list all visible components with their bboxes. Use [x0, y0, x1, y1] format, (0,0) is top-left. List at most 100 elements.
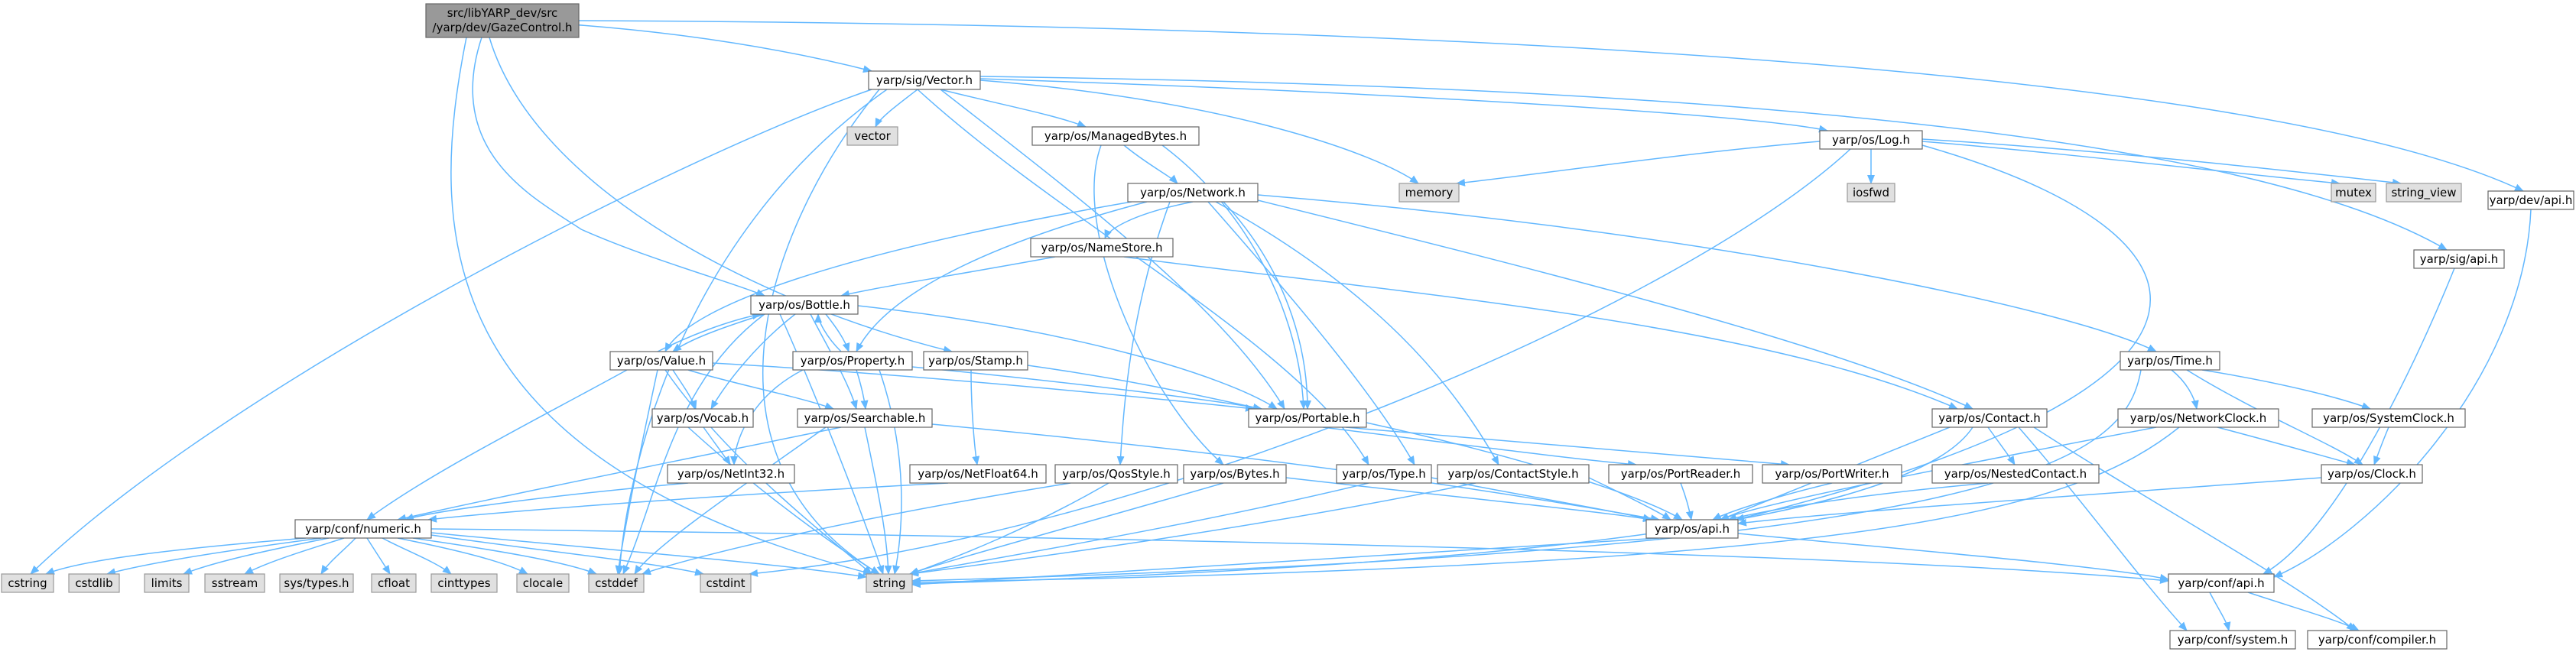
svg-text:vector: vector: [854, 129, 891, 143]
node-sys-limits[interactable]: limits: [144, 573, 190, 593]
edge-62: [1345, 426, 1790, 469]
edge-5: [450, 37, 872, 576]
node-sys-cfloat[interactable]: cfloat: [371, 573, 417, 593]
node-sys-string[interactable]: string: [866, 573, 913, 593]
svg-text:cstdlib: cstdlib: [75, 576, 112, 590]
node-netfloat64-h[interactable]: yarp/os/NetFloat64.h: [909, 464, 1047, 484]
node-sys-sys-types-h[interactable]: sys/types.h: [279, 573, 354, 593]
node-conf-system-h[interactable]: yarp/conf/system.h: [2169, 630, 2296, 650]
node-qosstyle-h[interactable]: yarp/os/QosStyle.h: [1054, 464, 1178, 484]
node-vector-h[interactable]: yarp/sig/Vector.h: [868, 70, 981, 90]
node-time-h[interactable]: yarp/os/Time.h: [2120, 351, 2220, 371]
node-sys-clocale[interactable]: clocale: [516, 573, 570, 593]
edge-69: [909, 482, 1109, 576]
edge-76: [1680, 482, 1694, 520]
node-nestedcontact-h[interactable]: yarp/os/NestedContact.h: [1931, 464, 2100, 484]
node-managedbytes-h[interactable]: yarp/os/ManagedBytes.h: [1031, 126, 1200, 146]
edge-9: [979, 79, 1419, 184]
edge-12: [979, 78, 1828, 133]
edge-84: [911, 426, 2180, 586]
node-bottle-h[interactable]: yarp/os/Bottle.h: [750, 295, 859, 315]
svg-text:yarp/conf/numeric.h: yarp/conf/numeric.h: [305, 522, 421, 536]
node-sig-api-h[interactable]: yarp/sig/api.h: [2413, 249, 2505, 269]
node-sys-cinttypes[interactable]: cinttypes: [430, 573, 498, 593]
node-property-h[interactable]: yarp/os/Property.h: [792, 351, 913, 371]
node-dev-api-h[interactable]: yarp/dev/api.h: [2487, 190, 2574, 210]
edge-61: [1322, 426, 1637, 469]
node-numeric-h[interactable]: yarp/conf/numeric.h: [294, 519, 432, 539]
node-sys-cstring[interactable]: cstring: [1, 573, 54, 593]
node-sys-string-view[interactable]: string_view: [2386, 183, 2462, 203]
edge-58: [864, 426, 892, 575]
edge-101: [320, 537, 356, 575]
node-root-gazecontrol-h[interactable]: src/libYARP_dev/src /yarp/dev/GazeContro…: [425, 3, 580, 38]
edge-45: [687, 369, 834, 410]
edge-10: [979, 76, 2448, 251]
svg-text:yarp/dev/api.h: yarp/dev/api.h: [2490, 193, 2573, 207]
node-portreader-h[interactable]: yarp/os/PortReader.h: [1608, 464, 1753, 484]
svg-text:yarp/os/Bytes.h: yarp/os/Bytes.h: [1190, 467, 1279, 481]
edge-82: [2217, 426, 2356, 466]
node-clock-h[interactable]: yarp/os/Clock.h: [2321, 464, 2423, 484]
node-networkclock-h[interactable]: yarp/os/NetworkClock.h: [2117, 408, 2279, 428]
node-stamp-h[interactable]: yarp/os/Stamp.h: [923, 351, 1028, 371]
svg-text:yarp/os/SystemClock.h: yarp/os/SystemClock.h: [2323, 411, 2454, 425]
edge-15: [616, 89, 888, 575]
edge-3: [472, 37, 765, 297]
edge-8: [875, 89, 918, 128]
node-log-h[interactable]: yarp/os/Log.h: [1819, 130, 1923, 150]
node-value-h[interactable]: yarp/os/Value.h: [609, 351, 713, 371]
edge-51: [856, 369, 869, 410]
edge-75: [1588, 477, 1671, 520]
edge-79: [2201, 369, 2371, 410]
edge-83: [1720, 426, 2157, 520]
node-sys-vector[interactable]: vector: [846, 126, 898, 146]
edge-110: [2247, 592, 2360, 631]
edge-68: [642, 482, 1071, 576]
edge-7: [762, 89, 880, 575]
node-sys-mutex[interactable]: mutex: [2331, 183, 2376, 203]
edge-74: [909, 482, 1476, 577]
node-conf-compiler-h[interactable]: yarp/conf/compiler.h: [2307, 630, 2448, 650]
edge-108: [430, 528, 2169, 584]
svg-text:yarp/os/NameStore.h: yarp/os/NameStore.h: [1041, 241, 1162, 255]
svg-text:mutex: mutex: [2335, 186, 2372, 199]
node-bytes-h[interactable]: yarp/os/Bytes.h: [1183, 464, 1287, 484]
node-conf-api-h[interactable]: yarp/conf/api.h: [2168, 573, 2275, 593]
node-os-api-h[interactable]: yarp/os/api.h: [1645, 519, 1739, 539]
node-contact-h[interactable]: yarp/os/Contact.h: [1931, 408, 2048, 428]
edge-28: [1223, 201, 1311, 410]
svg-text:yarp/os/NetworkClock.h: yarp/os/NetworkClock.h: [2130, 411, 2267, 425]
edge-33: [1215, 201, 1499, 465]
edge-88: [1720, 426, 1951, 520]
node-type-h[interactable]: yarp/os/Type.h: [1336, 464, 1432, 484]
svg-text:yarp/os/Value.h: yarp/os/Value.h: [617, 354, 706, 368]
edge-85: [2373, 426, 2389, 465]
edge-40: [857, 305, 1278, 410]
node-sys-cstdlib[interactable]: cstdlib: [68, 573, 120, 593]
edge-23: [749, 148, 1851, 577]
edge-37: [825, 313, 850, 352]
node-searchable-h[interactable]: yarp/os/Searchable.h: [797, 408, 933, 428]
edge-6: [30, 89, 872, 575]
edge-22: [1921, 138, 2402, 186]
svg-text:yarp/os/Portable.h: yarp/os/Portable.h: [1256, 411, 1360, 425]
node-systemclock-h[interactable]: yarp/os/SystemClock.h: [2311, 408, 2466, 428]
edge-106: [430, 534, 704, 576]
node-portwriter-h[interactable]: yarp/os/PortWriter.h: [1762, 464, 1902, 484]
node-sys-sstream[interactable]: sstream: [204, 573, 265, 593]
svg-text:string: string: [872, 576, 905, 590]
node-namestore-h[interactable]: yarp/os/NameStore.h: [1030, 238, 1174, 258]
node-netint32-h[interactable]: yarp/os/NetInt32.h: [667, 464, 795, 484]
node-portable-h[interactable]: yarp/os/Portable.h: [1248, 408, 1367, 428]
edge-100: [244, 537, 345, 575]
node-sys-cstddef[interactable]: cstddef: [588, 573, 645, 593]
node-sys-iosfwd[interactable]: iosfwd: [1847, 183, 1895, 203]
edge-57: [397, 426, 842, 522]
node-vocab-h[interactable]: yarp/os/Vocab.h: [651, 408, 754, 428]
svg-text:yarp/os/ContactStyle.h: yarp/os/ContactStyle.h: [1447, 467, 1578, 481]
node-sys-memory[interactable]: memory: [1398, 183, 1460, 203]
node-contactstyle-h[interactable]: yarp/os/ContactStyle.h: [1437, 464, 1590, 484]
node-network-h[interactable]: yarp/os/Network.h: [1127, 183, 1259, 203]
node-sys-cstdint[interactable]: cstdint: [700, 573, 752, 593]
